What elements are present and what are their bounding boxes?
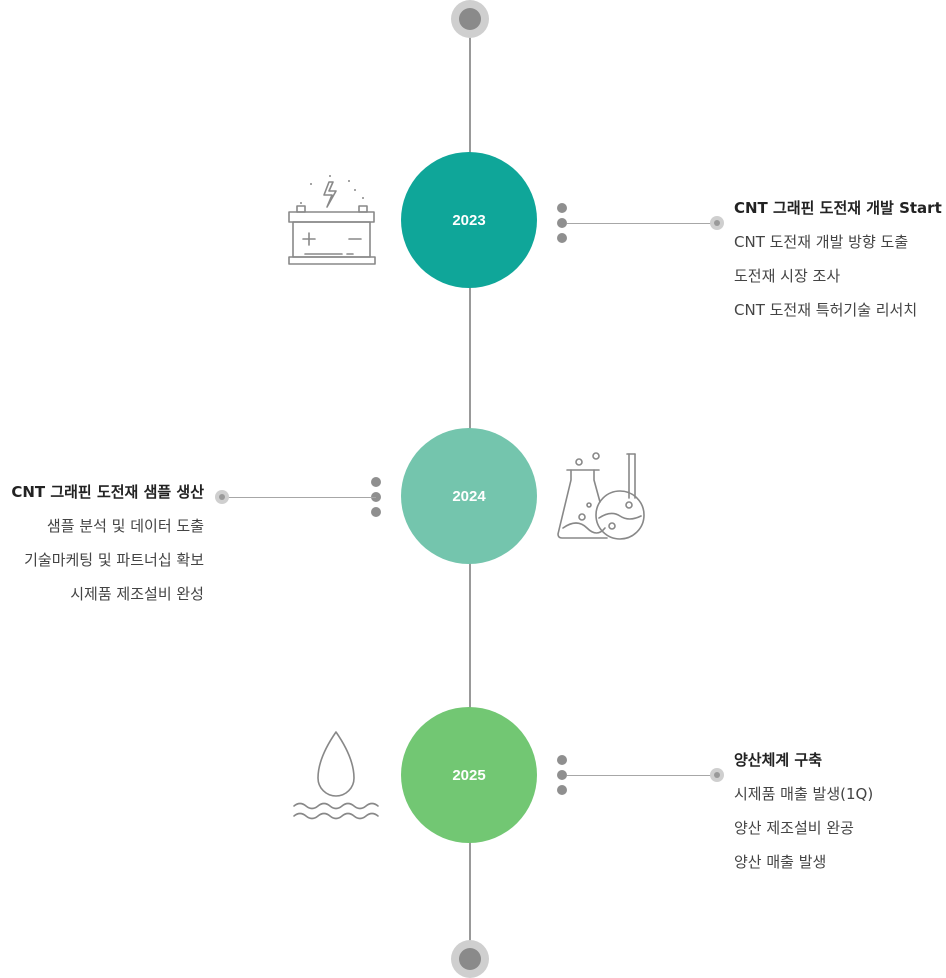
year-circle-2024: 2024 [401, 428, 537, 564]
flask-icon [557, 452, 645, 540]
milestone-item: 양산 제조설비 완공 [734, 819, 854, 837]
connector-dots [557, 755, 567, 800]
connector-line [567, 223, 717, 224]
year-label: 2024 [452, 487, 486, 505]
connector-knob [710, 768, 724, 782]
milestone-text-2023: CNT 그래핀 도전재 개발 Start CNT 도전재 개발 방향 도출 도전… [734, 191, 942, 327]
milestone-title: CNT 그래핀 도전재 샘플 생산 [11, 483, 204, 501]
connector-line [222, 497, 376, 498]
connector-knob [710, 216, 724, 230]
milestone-item: 양산 매출 발생 [734, 853, 827, 871]
year-circle-2025: 2025 [401, 707, 537, 843]
milestone-title: 양산체계 구축 [734, 751, 823, 769]
year-label: 2025 [452, 766, 486, 784]
milestone-text-2024: CNT 그래핀 도전재 샘플 생산 샘플 분석 및 데이터 도출 기술마케팅 및… [11, 475, 204, 611]
milestone-item: 기술마케팅 및 파트너십 확보 [24, 551, 204, 569]
milestone-item: 시제품 제조설비 완성 [70, 585, 204, 603]
year-label: 2023 [452, 211, 486, 229]
milestone-item: CNT 도전재 특허기술 리서치 [734, 301, 918, 319]
connector-dots [371, 477, 381, 522]
battery-icon [288, 175, 376, 265]
milestone-item: CNT 도전재 개발 방향 도출 [734, 233, 909, 251]
connector-knob [215, 490, 229, 504]
timeline-start-node [451, 0, 489, 38]
milestone-title: CNT 그래핀 도전재 개발 Start [734, 199, 942, 217]
connector-dots [557, 203, 567, 248]
milestone-item: 시제품 매출 발생(1Q) [734, 785, 874, 803]
water-drop-icon [293, 731, 379, 820]
year-circle-2023: 2023 [401, 152, 537, 288]
milestone-item: 도전재 시장 조사 [734, 267, 841, 285]
connector-line [567, 775, 717, 776]
milestone-item: 샘플 분석 및 데이터 도출 [46, 517, 204, 535]
timeline-end-node [451, 940, 489, 978]
milestone-text-2025: 양산체계 구축 시제품 매출 발생(1Q) 양산 제조설비 완공 양산 매출 발… [734, 743, 873, 879]
